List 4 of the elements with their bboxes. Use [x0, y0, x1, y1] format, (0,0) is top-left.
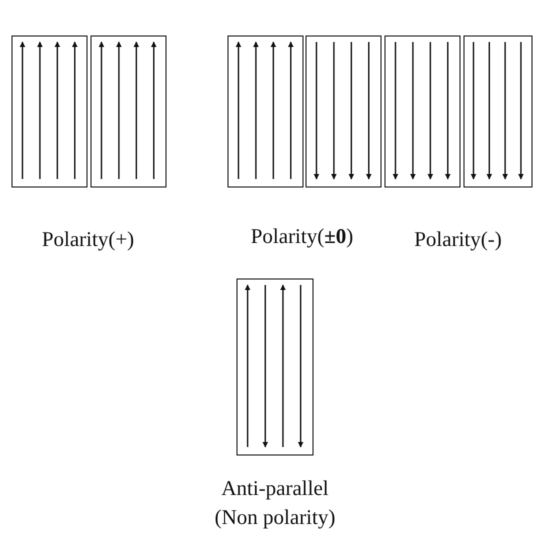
caption: Polarity(+): [40, 226, 136, 253]
caption: Anti-parallel (Non polarity): [214, 475, 336, 531]
caption: Polarity(-): [413, 226, 503, 253]
caption: Polarity(±0): [250, 223, 354, 250]
